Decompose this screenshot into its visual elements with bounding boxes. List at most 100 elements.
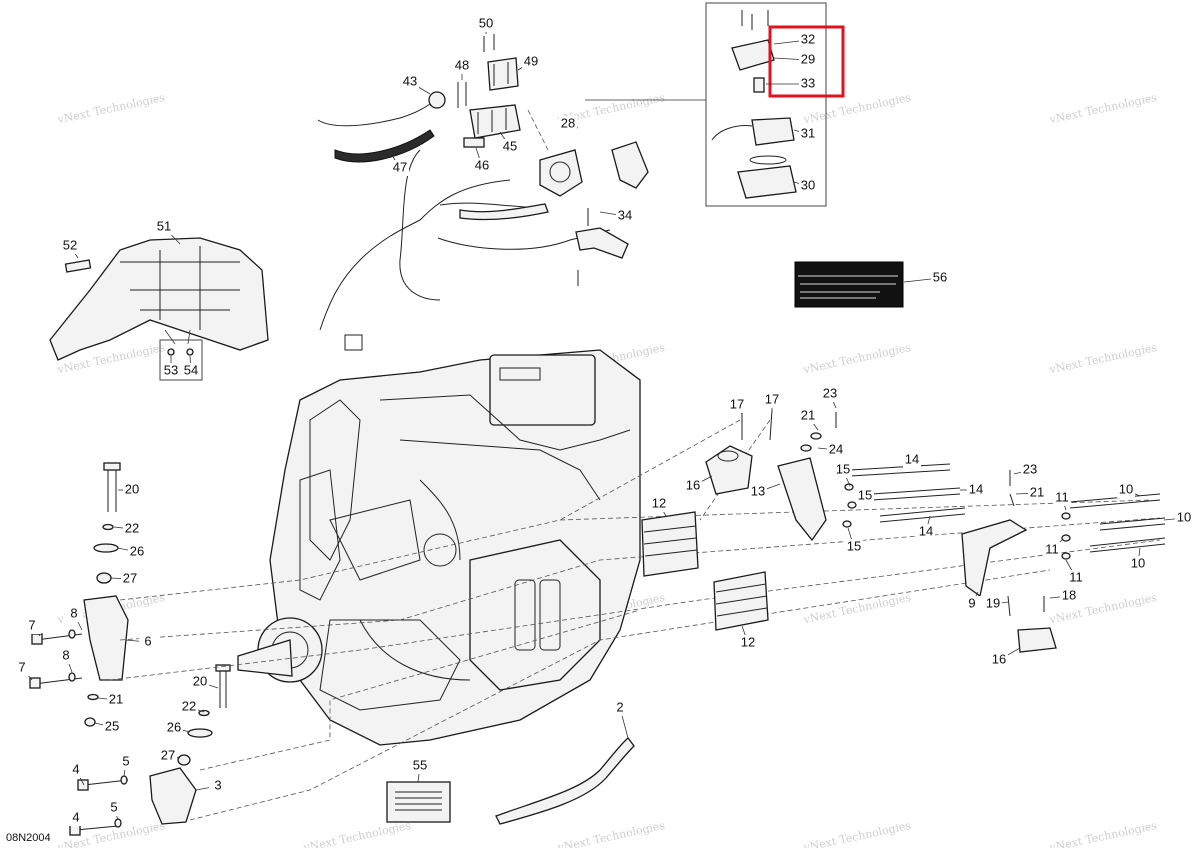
callout-bg [401, 74, 419, 90]
callout-45: 45 [503, 138, 517, 153]
left-mount-hardware [29, 462, 231, 836]
callout-bg [728, 397, 746, 413]
callout-bg [67, 810, 85, 826]
callout-16: 16 [992, 651, 1006, 666]
callout-31: 31 [801, 125, 815, 140]
callout-bg [1129, 556, 1147, 572]
callout-11: 11 [1045, 541, 1059, 556]
callout-11: 11 [1069, 569, 1083, 584]
callout-bg [23, 618, 41, 634]
mount-16-right [1017, 627, 1057, 653]
callout-15: 15 [858, 487, 872, 502]
callout-bg [473, 158, 491, 174]
callout-3: 3 [214, 777, 221, 792]
callout-8: 8 [70, 605, 77, 620]
callout-51: 51 [157, 218, 171, 233]
callout-10: 10 [1177, 509, 1191, 524]
callout-bg [107, 692, 125, 708]
callout-49: 49 [524, 53, 538, 68]
callout-bg [165, 720, 183, 736]
callout-19: 19 [986, 595, 1000, 610]
callout-bg [763, 392, 781, 408]
bracket-9 [961, 519, 1028, 598]
callout-26: 26 [130, 543, 144, 558]
callout-43: 43 [403, 73, 417, 88]
callout-6: 6 [144, 633, 151, 648]
callout-bg [13, 660, 31, 676]
callout-14: 14 [905, 451, 919, 466]
callout-bg [159, 748, 177, 764]
assembly-lines [109, 419, 1161, 821]
callout-48: 48 [455, 57, 469, 72]
callout-bg [799, 32, 817, 48]
callout-28: 28 [561, 115, 575, 130]
callout-32: 32 [801, 31, 815, 46]
right-mount-hardware [641, 409, 1166, 653]
part-52-pad [64, 259, 92, 273]
callout-bg [61, 238, 79, 254]
callout-25: 25 [105, 718, 119, 733]
label-46-plate [463, 137, 485, 148]
callout-24: 24 [829, 441, 843, 456]
callout-20: 20 [125, 481, 139, 496]
callout-bg [821, 386, 839, 402]
callout-2: 2 [616, 699, 623, 714]
callout-bg [182, 363, 200, 379]
callout-14: 14 [919, 523, 933, 538]
callout-bg [477, 16, 495, 32]
callout-7: 7 [28, 617, 35, 632]
watermark-text: vNext Technologies [1047, 341, 1158, 377]
callout-bg [1117, 482, 1135, 498]
callout-56: 56 [933, 269, 947, 284]
part-31-sensor [751, 117, 795, 146]
callout-bg [57, 648, 75, 664]
callout-17: 17 [765, 391, 779, 406]
callout-bg [139, 634, 157, 650]
callout-22: 22 [182, 698, 196, 713]
callout-15: 15 [836, 461, 850, 476]
callout-bg [845, 539, 863, 555]
support-frame-51 [49, 237, 269, 381]
callout-50: 50 [479, 15, 493, 30]
spacer-12-top [641, 511, 699, 577]
callout-bg [903, 452, 921, 468]
callout-21: 21 [1030, 484, 1044, 499]
callout-27: 27 [161, 747, 175, 762]
callout-23: 23 [1023, 461, 1037, 476]
spacer-12-bottom [713, 571, 769, 631]
hose-2 [495, 737, 635, 825]
part-33-clip [753, 77, 765, 93]
callout-4: 4 [72, 809, 79, 824]
callout-29: 29 [801, 51, 815, 66]
callout-bg [967, 482, 985, 498]
bracket-13 [777, 457, 827, 542]
callout-bg [391, 160, 409, 176]
ecu-module [489, 354, 596, 426]
engine-assembly [237, 349, 641, 746]
callout-12: 12 [741, 634, 755, 649]
warning-label-55 [386, 781, 451, 823]
watermark-text: vNext Technologies [555, 819, 666, 848]
warning-label-56 [794, 261, 904, 308]
throttle-body-28 [527, 109, 583, 197]
mount-bracket-3 [149, 767, 197, 825]
callout-bg [209, 778, 227, 794]
callout-33: 33 [801, 75, 815, 90]
callout-bg [453, 58, 471, 74]
highlight-box [768, 25, 845, 98]
callout-labels: 2344556778891010101111111212131414141515… [13, 15, 1193, 826]
callout-bg [856, 488, 874, 504]
callout-7: 7 [18, 659, 25, 674]
callout-5: 5 [122, 753, 129, 768]
callout-bg [917, 524, 935, 540]
callout-46: 46 [475, 157, 489, 172]
callout-55: 55 [413, 757, 427, 772]
callout-22: 22 [125, 520, 139, 535]
callout-20: 20 [193, 673, 207, 688]
callout-21: 21 [801, 407, 815, 422]
watermark-text: vNext Technologies [1047, 91, 1158, 127]
callout-17: 17 [730, 396, 744, 411]
callout-54: 54 [184, 362, 198, 377]
callout-16: 16 [686, 477, 700, 492]
